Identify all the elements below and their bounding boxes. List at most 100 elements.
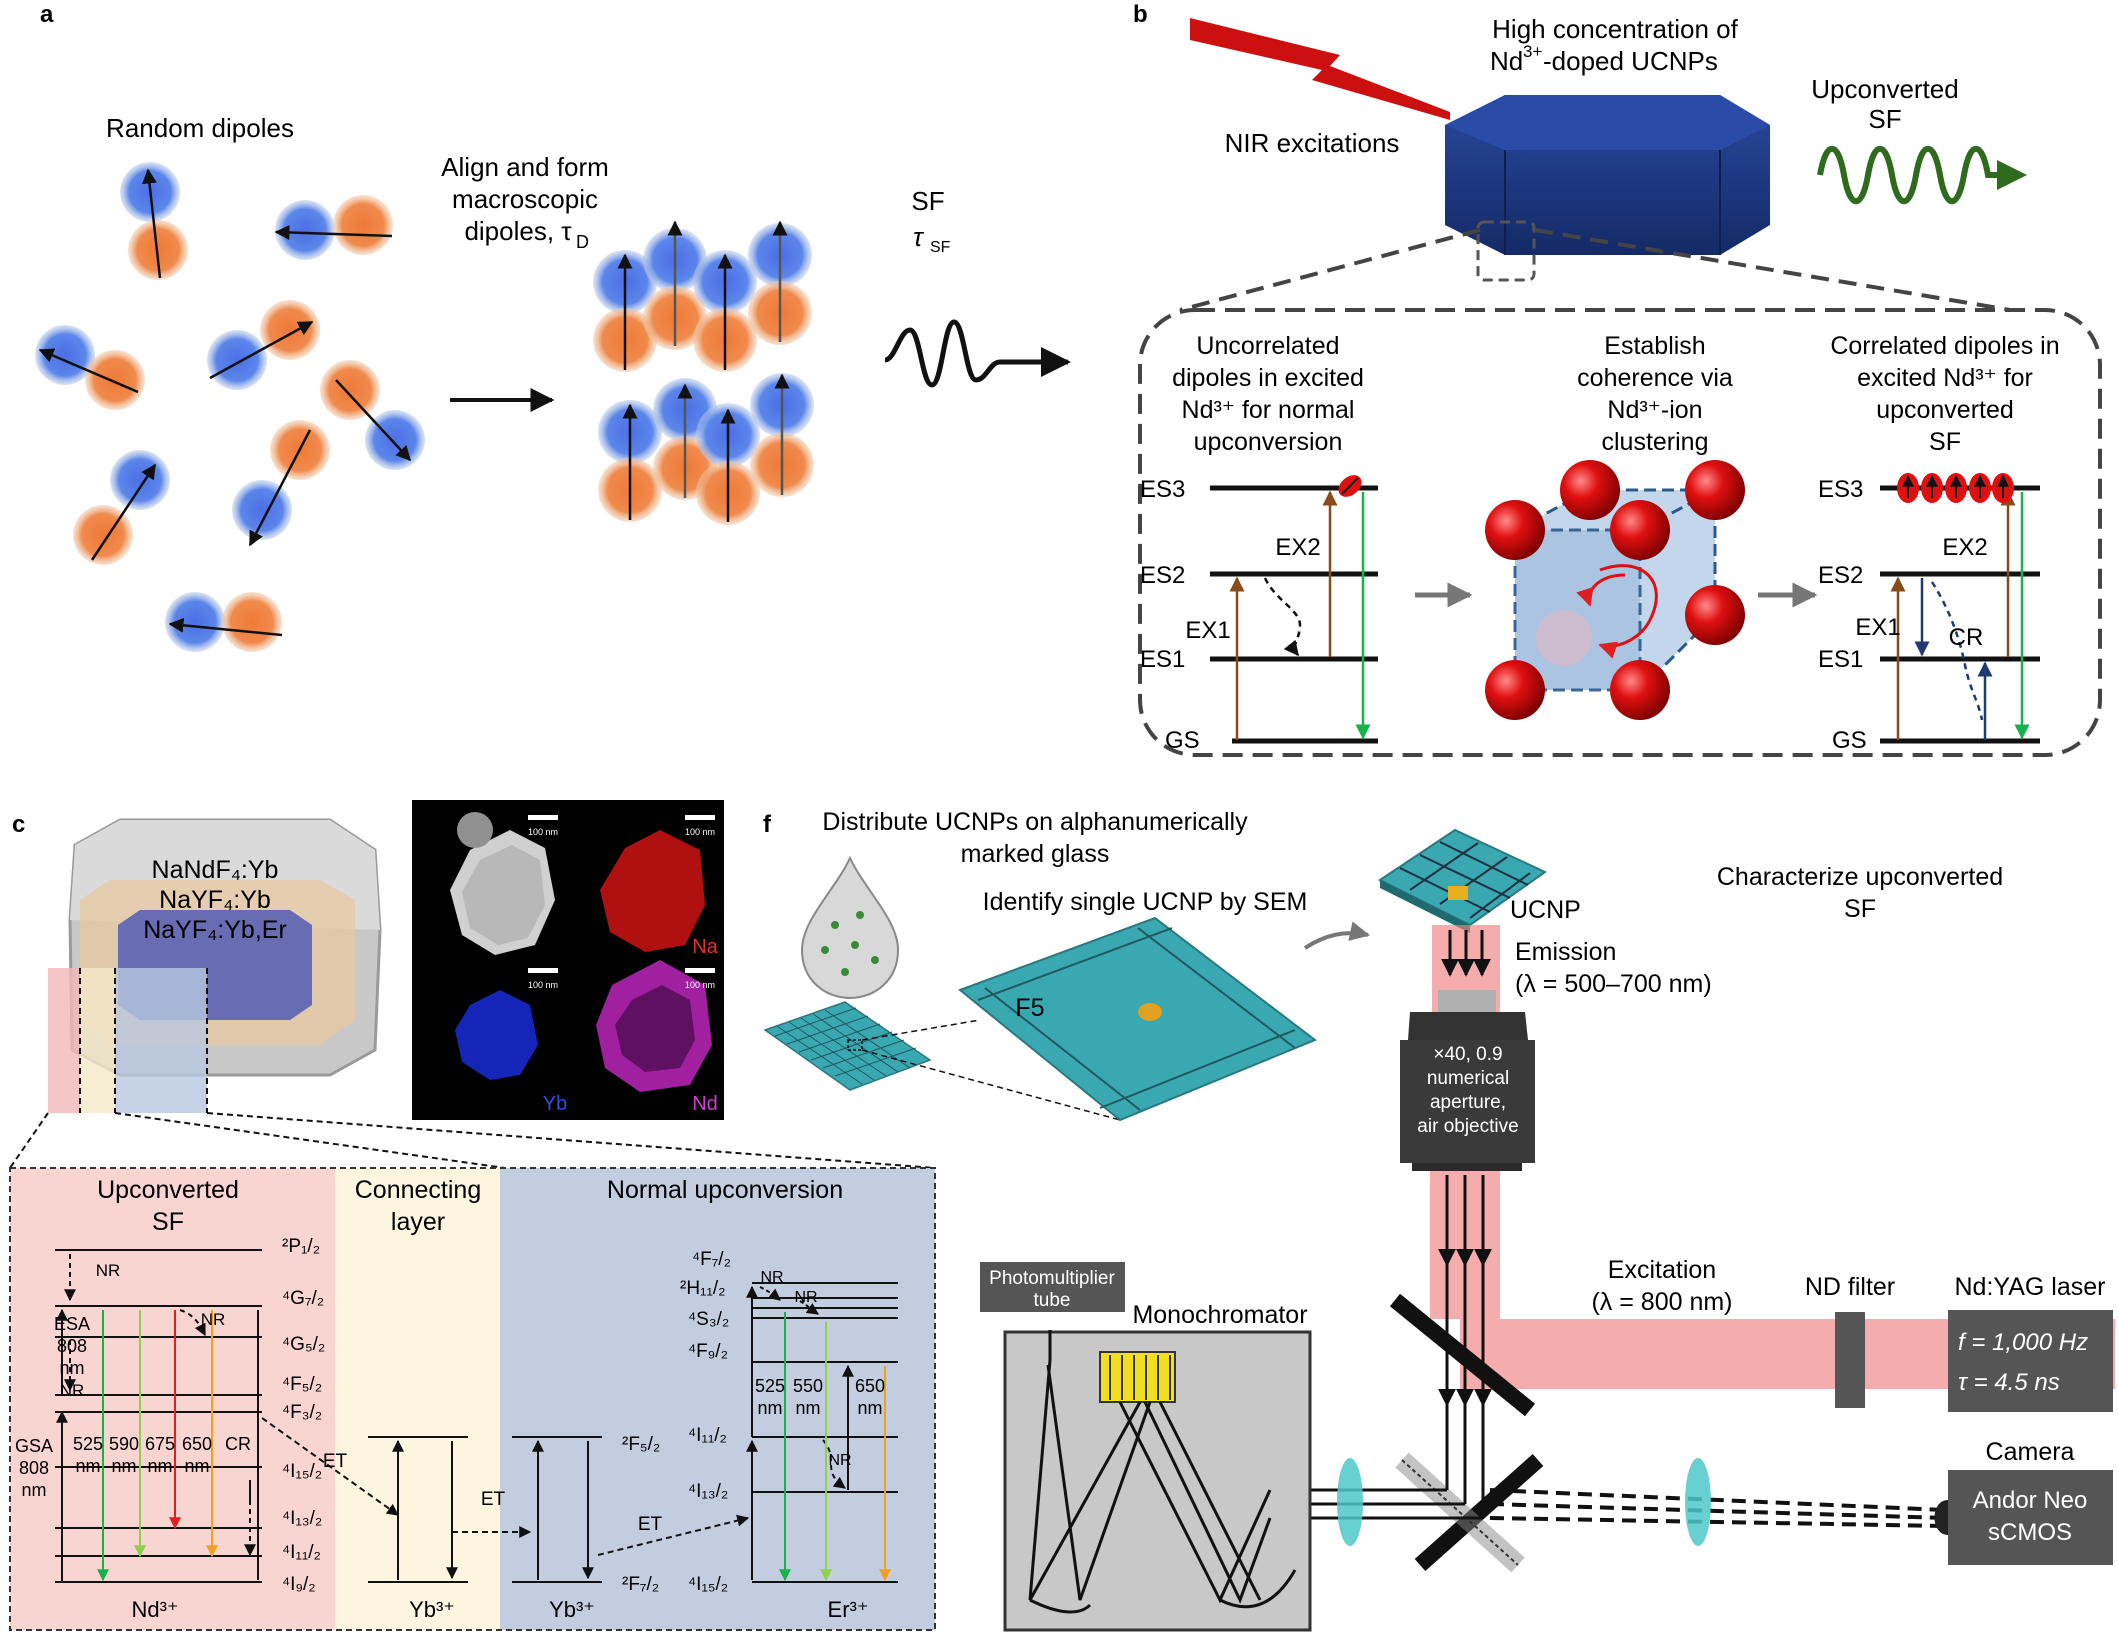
upconverted-line2: SF bbox=[1868, 104, 1901, 134]
mid-col-line: Nd³⁺-ion bbox=[1607, 396, 1702, 424]
left-col-line: dipoles in excited bbox=[1172, 364, 1364, 392]
random-dipole bbox=[207, 300, 320, 390]
col2-title: Connecting bbox=[355, 1176, 481, 1204]
single-ucnp bbox=[1138, 1003, 1162, 1021]
ex1-label: EX1 bbox=[1185, 617, 1230, 644]
nr-label: NR bbox=[760, 1269, 783, 1286]
tau-sf-label: τ bbox=[913, 222, 925, 252]
sf-column-bg bbox=[10, 1168, 335, 1630]
nd-map: 100 nm Nd bbox=[596, 960, 718, 1115]
align-label-line1: Align and form bbox=[441, 152, 609, 182]
na-map: 100 nm Na bbox=[600, 815, 719, 958]
et-label: ET bbox=[481, 1489, 506, 1510]
excitation-wl-label: (λ = 800 nm) bbox=[1591, 1288, 1732, 1316]
nd-label: Nd bbox=[692, 1093, 718, 1115]
nd-level-label: ⁴G₅/₂ bbox=[282, 1334, 325, 1355]
laser-label: Nd:YAG laser bbox=[1955, 1273, 2106, 1301]
high-conc-line2b: -doped UCNPs bbox=[1543, 46, 1718, 76]
er-level-label: ⁴F₉/₂ bbox=[688, 1341, 728, 1362]
distribute-line1: Distribute UCNPs on alphanumerically bbox=[822, 808, 1248, 836]
ex2-label: EX2 bbox=[1942, 534, 1987, 561]
nm-label: nm bbox=[75, 1456, 100, 1476]
right-col-line: excited Nd³⁺ for bbox=[1857, 364, 2033, 392]
high-conc-line2a: Nd bbox=[1490, 46, 1523, 76]
tau-sf-sub: SF bbox=[930, 239, 951, 256]
marked-glass-large bbox=[958, 916, 1317, 1122]
er-wavelength: 525 bbox=[755, 1376, 785, 1396]
align-label-sub: D bbox=[576, 232, 589, 252]
zoom-line-left bbox=[1179, 228, 1481, 312]
emission-range-label: (λ = 500–700 nm) bbox=[1515, 970, 1712, 998]
f5-label: F5 bbox=[1015, 994, 1044, 1022]
random-dipole bbox=[274, 195, 393, 260]
er-level-label: ⁴I₁₃/₂ bbox=[688, 1481, 728, 1502]
cluster-cube bbox=[1485, 460, 1745, 720]
ex2-label: EX2 bbox=[1275, 534, 1320, 561]
level-gs: GS bbox=[1165, 727, 1200, 754]
gsa-label: GSA bbox=[15, 1436, 53, 1456]
col3-title: Normal upconversion bbox=[607, 1176, 843, 1204]
mid-col-line: coherence via bbox=[1577, 364, 1733, 392]
panel-c: NaNdF₄:Yb NaYF₄:Yb NaYF₄:Yb,Er bbox=[9, 818, 936, 1169]
distribute-line2: marked glass bbox=[961, 840, 1110, 868]
objective-line: ×40, 0.9 bbox=[1433, 1044, 1502, 1065]
random-dipole bbox=[120, 162, 188, 280]
nd-filter-label: ND filter bbox=[1805, 1273, 1895, 1301]
scale-label: 100 nm bbox=[528, 827, 558, 837]
er-level-label: ⁴S₃/₂ bbox=[688, 1309, 729, 1330]
characterize-line2: SF bbox=[1844, 895, 1876, 923]
nd-level-label: ⁴I₁₁/₂ bbox=[282, 1542, 321, 1563]
col1-title: Upconverted bbox=[97, 1176, 239, 1204]
nr-label: NR bbox=[201, 1310, 226, 1329]
panel-label-f: f bbox=[763, 811, 772, 838]
camera-type: sCMOS bbox=[1988, 1519, 2072, 1546]
objective-line: aperture, bbox=[1430, 1092, 1506, 1113]
nm-label: nm bbox=[757, 1398, 782, 1418]
emission-label: Emission bbox=[1515, 938, 1616, 966]
upconverted-line1: Upconverted bbox=[1811, 74, 1958, 104]
panel-a: Random dipoles Align and form macroscopi… bbox=[35, 113, 1071, 652]
nd-level-label: ⁴G₇/₂ bbox=[282, 1288, 324, 1309]
yb-ion-label: Yb³⁺ bbox=[549, 1597, 595, 1622]
nd-wavelength: 650 bbox=[182, 1434, 212, 1454]
nr-label: NR bbox=[96, 1261, 121, 1280]
scale-label: 100 nm bbox=[685, 827, 715, 837]
slice-yellow bbox=[80, 968, 115, 1113]
level-gs: GS bbox=[1832, 727, 1867, 754]
panel-label-a: a bbox=[40, 1, 54, 28]
er-wavelength: 550 bbox=[793, 1376, 823, 1396]
ucnp-hexagonal-prism bbox=[1445, 95, 1770, 282]
aligned-dipole-group-bottom bbox=[598, 373, 814, 525]
camera-box bbox=[1948, 1470, 2113, 1565]
et-arrow-3 bbox=[597, 1514, 750, 1556]
random-dipole bbox=[320, 360, 425, 470]
emission-arrows bbox=[1438, 1175, 1492, 1440]
high-conc-line2sup: 3+ bbox=[1523, 42, 1542, 61]
yb-level-label: ²F₇/₂ bbox=[622, 1574, 659, 1595]
panel-e: Upconverted SF Connecting layer Normal u… bbox=[9, 1167, 936, 1631]
camera-beams bbox=[1489, 1488, 1946, 1528]
nir-lightning-icon bbox=[1190, 18, 1450, 120]
high-conc-line1: High concentration of bbox=[1492, 14, 1738, 44]
left-col-line: Nd³⁺ for normal bbox=[1182, 396, 1355, 424]
er-level-label: ⁴I₁₁/₂ bbox=[688, 1425, 727, 1446]
glass-grid bbox=[774, 1007, 917, 1085]
scale-label: 100 nm bbox=[528, 980, 558, 990]
level-es3: ES3 bbox=[1140, 476, 1185, 503]
characterize-line1: Characterize upconverted bbox=[1717, 863, 2003, 891]
nd-level-label: ⁴I₁₅/₂ bbox=[282, 1461, 322, 1482]
monochromator-label: Monochromator bbox=[1132, 1301, 1307, 1329]
aligned-dipole-group-top bbox=[593, 220, 812, 372]
mid-col-line: Establish bbox=[1604, 332, 1705, 360]
objective-line: air objective bbox=[1417, 1116, 1518, 1137]
er-level-label: ²H₁₁/₂ bbox=[680, 1278, 726, 1299]
middle-column-title: Establish coherence via Nd³⁺-ion cluster… bbox=[1577, 332, 1733, 456]
er-energy-diagram: ⁴F₇/₂ ²H₁₁/₂ ⁴S₃/₂ ⁴F₉/₂ ⁴I₁₁/₂ ⁴I₁₃/₂ ⁴… bbox=[680, 1249, 898, 1622]
scale-label: 100 nm bbox=[685, 980, 715, 990]
random-dipole bbox=[232, 420, 330, 547]
gsa-nm-label: nm bbox=[21, 1480, 46, 1500]
panel-b: NIR excitations High concentration of Nd… bbox=[1138, 14, 2102, 757]
nm-label: nm bbox=[147, 1456, 172, 1476]
et-arrow-1 bbox=[261, 1417, 399, 1516]
